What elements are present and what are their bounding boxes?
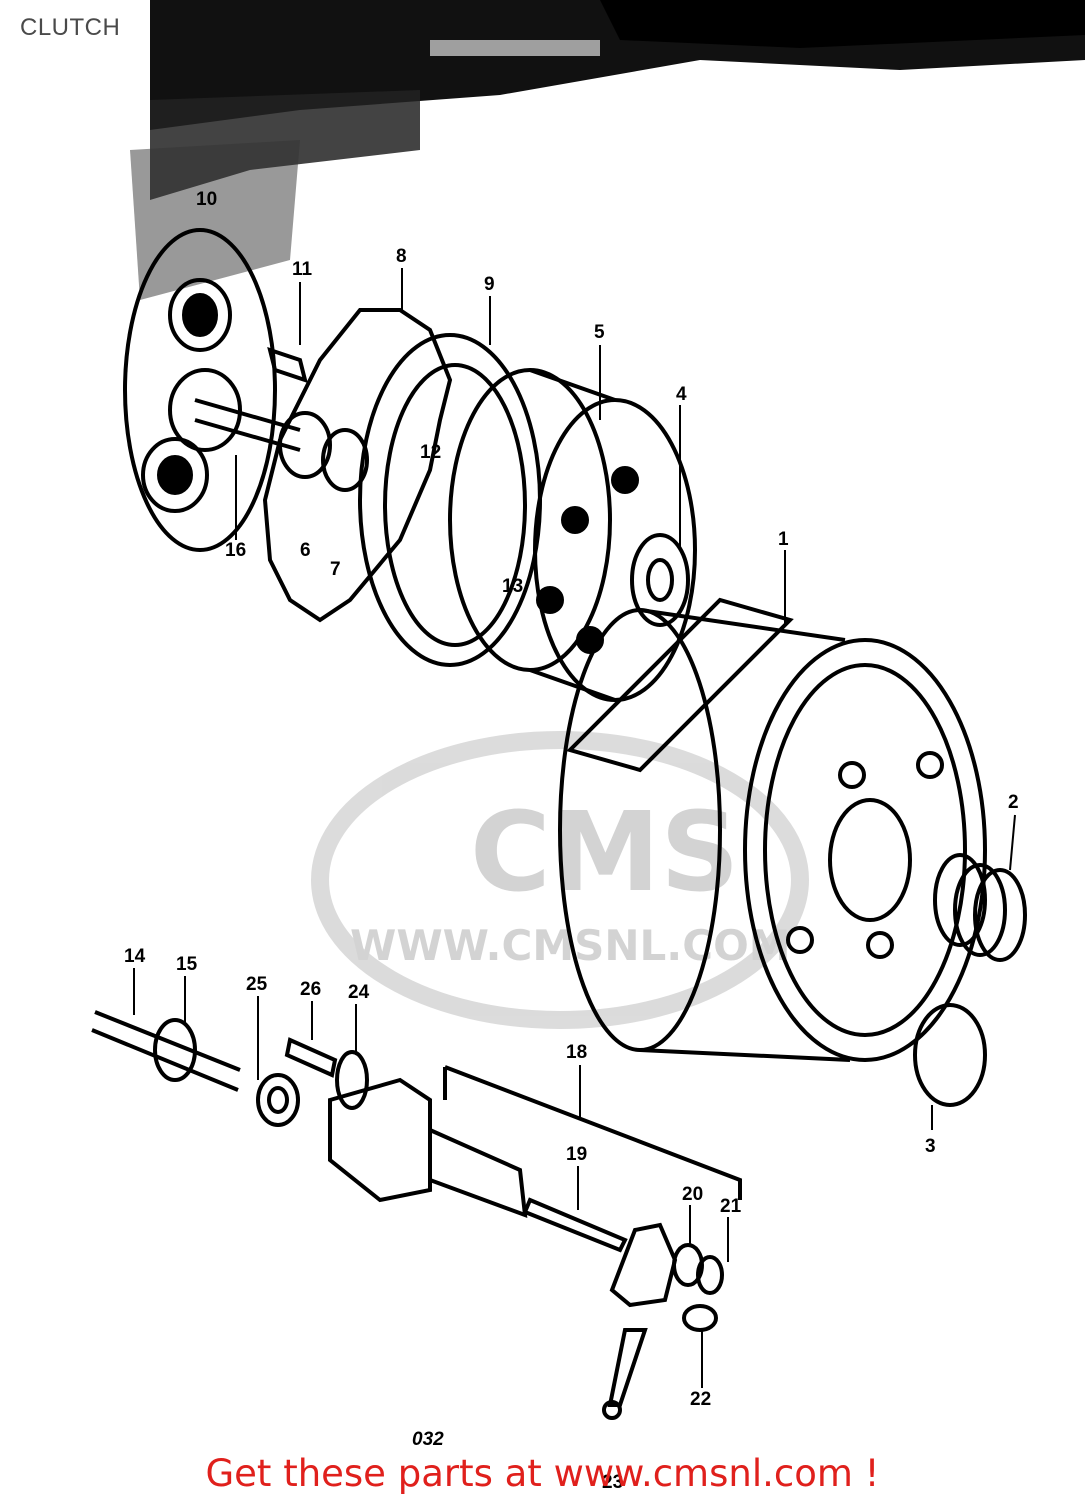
leader-lines bbox=[133, 268, 1016, 1388]
callout-15: 15 bbox=[176, 954, 198, 975]
part-16-shaft bbox=[194, 346, 369, 492]
callout-13: 13 bbox=[502, 576, 523, 597]
callout-14: 14 bbox=[124, 946, 146, 967]
part-20-lever bbox=[609, 1222, 724, 1332]
callout-3: 3 bbox=[925, 1136, 936, 1157]
callout-10: 10 bbox=[196, 189, 217, 210]
part-24-gasket bbox=[335, 1050, 369, 1110]
callout-16: 16 bbox=[225, 540, 246, 561]
callout-21: 21 bbox=[720, 1196, 742, 1217]
callout-6: 6 bbox=[300, 540, 311, 561]
part-8-plate bbox=[262, 308, 453, 623]
callout-19: 19 bbox=[566, 1144, 587, 1165]
callout-24: 24 bbox=[348, 982, 370, 1003]
part-4-washer bbox=[630, 533, 690, 627]
footer-promo-link[interactable]: Get these parts at www.cmsnl.com ! bbox=[205, 1452, 880, 1495]
page-number: 032 bbox=[412, 1429, 444, 1450]
part-1-clutch-housing bbox=[558, 597, 987, 1062]
callout-2: 2 bbox=[1008, 792, 1019, 813]
callout-23: 23 bbox=[602, 1472, 623, 1493]
part-3-o-ring bbox=[913, 1003, 987, 1107]
part-19-pin bbox=[522, 1197, 628, 1253]
part-2-spring bbox=[933, 853, 1027, 962]
part-25-seal bbox=[256, 1073, 300, 1127]
callout-9: 9 bbox=[484, 274, 495, 295]
callout-labels: 1 2 3 4 5 6 7 8 9 10 11 12 13 14 15 16 1… bbox=[124, 189, 1019, 1493]
part-18-release-assembly bbox=[328, 1065, 742, 1218]
callout-20: 20 bbox=[682, 1184, 703, 1205]
callout-7: 7 bbox=[330, 559, 341, 580]
callout-12: 12 bbox=[420, 442, 441, 463]
page-title: CLUTCH bbox=[20, 14, 121, 41]
callout-8: 8 bbox=[396, 246, 407, 267]
callout-4: 4 bbox=[676, 384, 687, 405]
part-23-spring bbox=[602, 1328, 648, 1420]
part-26-bolt bbox=[284, 1037, 338, 1078]
scan-noise-band bbox=[130, 0, 1085, 300]
callout-22: 22 bbox=[690, 1389, 711, 1410]
callout-18: 18 bbox=[566, 1042, 587, 1063]
callout-26: 26 bbox=[300, 979, 321, 1000]
callout-11: 11 bbox=[292, 259, 313, 280]
callout-1: 1 bbox=[778, 529, 789, 550]
watermark-logo: CMS bbox=[470, 788, 739, 916]
callout-25: 25 bbox=[246, 974, 268, 995]
part-10-gear bbox=[123, 228, 277, 552]
callout-5: 5 bbox=[594, 322, 605, 343]
part-5-clutch-hub bbox=[448, 368, 697, 702]
part-14-shaft bbox=[91, 1010, 241, 1092]
